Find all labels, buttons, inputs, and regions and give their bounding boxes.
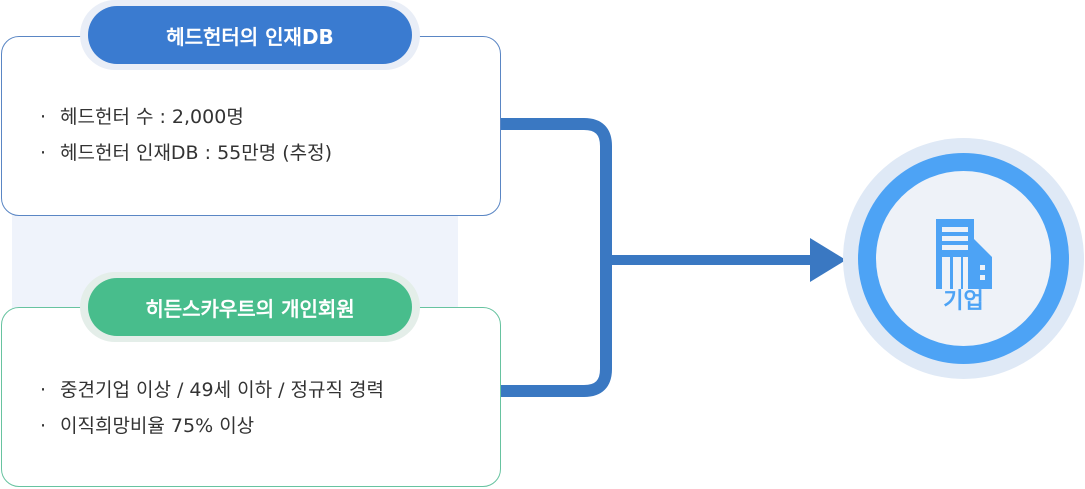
headhunter-item-list: · 헤드헌터 수 : 2,000명 · 헤드헌터 인재DB : 55만명 (추정) [40,99,332,171]
bullet: · [40,106,47,128]
headhunter-title: 헤드헌터의 인재DB [88,6,412,64]
bullet: · [40,415,47,437]
list-item-text: 중견기업 이상 / 49세 이하 / 정규직 경력 [60,379,384,401]
company-ring: 기업 [858,153,1069,364]
bullet: · [40,379,47,401]
list-item-text: 헤드헌터 인재DB : 55만명 (추정) [60,142,333,164]
hidden-scout-title-badge: 히든스카우트의 개인회원 [80,272,420,342]
arrow-head-icon [810,238,846,282]
headhunter-title-badge: 헤드헌터의 인재DB [80,0,420,70]
company-label: 기업 [943,289,984,314]
hidden-scout-item-list: · 중견기업 이상 / 49세 이하 / 정규직 경력 · 이직희망비율 75% 이… [40,372,384,444]
bottom-connector-line [501,262,612,397]
building-icon [936,219,992,289]
company-node: 기업 [843,138,1084,379]
list-item-text: 이직희망비율 75% 이상 [60,415,255,437]
list-item: · 헤드헌터 인재DB : 55만명 (추정) [40,135,332,171]
list-item: · 헤드헌터 수 : 2,000명 [40,99,332,135]
bullet: · [40,142,47,164]
top-connector-line [501,118,612,264]
list-item-text: 헤드헌터 수 : 2,000명 [60,106,244,128]
list-item: · 이직희망비율 75% 이상 [40,408,384,444]
hidden-scout-title: 히든스카우트의 개인회원 [88,278,412,336]
list-item: · 중견기업 이상 / 49세 이하 / 정규직 경력 [40,372,384,408]
company-inner: 기업 [876,171,1051,346]
